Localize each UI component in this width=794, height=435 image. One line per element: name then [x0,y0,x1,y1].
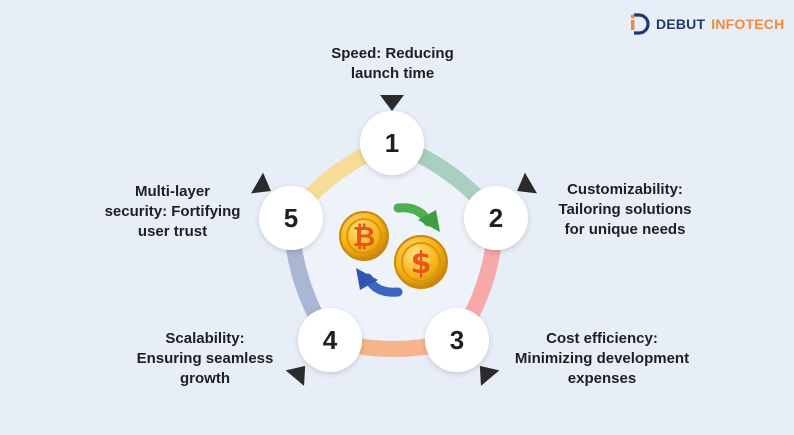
step-number-5: 5 [284,203,298,233]
step-node-1: 1 [360,111,424,175]
bitcoin-coin-icon: ₿ [339,211,389,261]
step-circle-3 [425,308,489,372]
step-label-1: Speed: Reducing launch time [331,45,454,82]
step-node-5: 5 [259,186,323,250]
brand-name-primary: DEBUT [656,16,706,32]
step-node-2: 2 [464,186,528,250]
step-circle-2 [464,186,528,250]
blue-arrow-icon [356,268,403,297]
pentagon-fill [291,143,496,340]
brand-name-accent: INFOTECH [711,16,785,32]
dollar-coin-icon: $ [394,235,448,289]
step-circle-1 [360,111,424,175]
step-label-2: Customizability: Tailoring solutions for… [558,181,692,238]
step-number-2: 2 [489,203,503,233]
step-number-1: 1 [385,128,399,158]
step-label-5: Multi-layer security: Fortifying user tr… [104,183,241,240]
svg-text:₿: ₿ [353,220,376,253]
arrowhead-5 [251,172,271,194]
step-number-3: 3 [450,325,464,355]
svg-text:$: $ [411,246,432,281]
step-label-4: Scalability: Ensuring seamless growth [136,330,274,387]
step-circle-5 [259,186,323,250]
center-illustration: ₿ $ [339,203,448,297]
step-circle-4 [298,308,362,372]
step-label-3: Cost efficiency: Minimizing development … [514,330,690,387]
step-number-4: 4 [323,325,338,355]
step-node-4: 4 [298,308,362,372]
arrowhead-3 [479,365,500,386]
arrowhead-2 [517,172,537,194]
pentagon-arrowheads [251,95,537,386]
brand-logo: DEBUT INFOTECH [628,12,784,36]
green-arrow-icon [393,203,440,232]
arrowhead-4 [285,365,306,386]
step-nodes: 1 2 3 4 5 [259,111,528,372]
step-node-3: 3 [425,308,489,372]
arrowhead-1 [380,95,404,111]
debut-logo-icon [630,13,650,35]
